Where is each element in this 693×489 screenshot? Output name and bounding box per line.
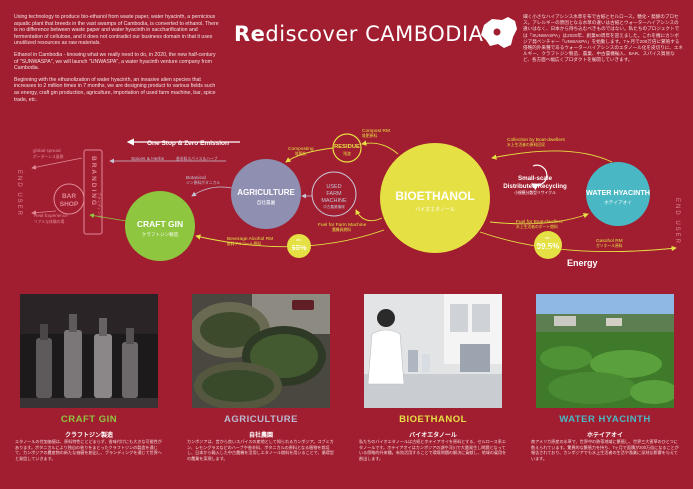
small-scale-jp-label: 小規模分散型リサイクル xyxy=(514,190,556,195)
end-user-left-label: END USER xyxy=(16,170,22,217)
craft-gin-photo xyxy=(20,294,158,408)
alc-95-prefix: alc. xyxy=(296,238,302,242)
residue-to-agriculture-arrow xyxy=(285,147,334,163)
small-scale-label: Small-scale xyxy=(518,175,553,182)
collection-arrow xyxy=(491,150,613,163)
water-hyacinth-jp-label: ホテイアオイ xyxy=(604,200,632,206)
gasohol-label: Gasohol RM xyxy=(596,238,623,244)
used-farm-machine-circle xyxy=(311,171,357,217)
beverage-arrow xyxy=(195,229,385,248)
water-hyacinth-circle xyxy=(586,162,650,226)
japanese-intro-text: 細く小さなハイアシンス水草を布で古紙とセルロース。糖化・発酵のプロセス。アレルギ… xyxy=(523,14,684,63)
global-spread-label: global spread xyxy=(33,148,61,153)
agriculture-caption-body: カンボジアは、昔から良いスパイスの産地として知られるカンボジア。コブミカン、レモ… xyxy=(187,439,334,461)
spices-jp-label: 香辛料スパイス＆ハーブ xyxy=(176,156,218,161)
bioethanol-caption-body: 私たちのバイオエタノールは古紙とホテイアオイを原料とする、セルロース系エタノール… xyxy=(359,439,507,461)
used-farm-machine-jp-label: 中古農業機械 xyxy=(323,204,345,209)
collection-jp-label: 水上生活者の原料回収 xyxy=(507,142,545,147)
alc-99-value: 99.5% xyxy=(537,242,560,251)
gasohol-arrow xyxy=(479,231,677,253)
gasohol-jp-label: ガソホール原料 xyxy=(596,243,623,248)
cambodia-map-icon xyxy=(481,17,517,48)
used-label: USED xyxy=(326,184,341,190)
one-stop-label: One Stop & Zero Emission xyxy=(147,140,229,147)
compost-jp-label: 堆肥原料 xyxy=(362,133,377,138)
craft-gin-caption-jp: クラフトジン製造 xyxy=(64,433,113,439)
agriculture-label: AGRICULTURE xyxy=(237,188,295,197)
fuel-boat-arrow xyxy=(489,213,589,225)
craft-gin-circle xyxy=(125,191,195,261)
machine-label: MACHINE xyxy=(321,198,347,204)
botanical-label: Botanical xyxy=(186,175,206,181)
botanical-jp-label: ジン原料ボタニカル xyxy=(186,180,220,185)
title-rest: discover CAMBODIA xyxy=(265,22,484,46)
composting-label: Composting xyxy=(288,146,314,152)
intro-paragraph-3: Beginning with the ethanolization of wat… xyxy=(14,76,216,103)
agriculture-caption-title: AGRICULTURE xyxy=(224,414,298,425)
real-experience-arrow xyxy=(31,210,57,216)
agriculture-caption-jp: 自社農園 xyxy=(248,433,273,439)
bioethanol-caption-title: BIOETHANOL xyxy=(399,414,467,425)
branding-jp-label: ブランディング xyxy=(97,192,102,219)
residue-label: RESIDUE xyxy=(334,144,360,150)
bioethanol-to-residue-arrow xyxy=(361,140,399,155)
craft-gin-to-bar-arrow xyxy=(89,213,127,222)
botanical-arrow xyxy=(191,186,233,197)
bar-label: BAR xyxy=(62,193,76,200)
alc-95-value: 95% xyxy=(291,243,306,252)
page-title: Rediscover CAMBODIA xyxy=(234,22,484,46)
spices-label: Spices & Herbs xyxy=(131,156,165,162)
water-hyacinth-label: WATER HYACINTH xyxy=(586,188,650,197)
beverage-jp-label: 飲料アルコール原料 xyxy=(227,241,261,246)
global-spread-jp-label: ボーダーレス展開 xyxy=(33,154,64,159)
craft-gin-caption-title: CRAFT GIN xyxy=(60,414,118,425)
process-diagram: One Stop & Zero Emission END USER global… xyxy=(16,128,680,268)
intro-paragraph-2: Ethanol in Cambodia - knowing what we re… xyxy=(14,51,216,72)
alc-99-badge xyxy=(534,231,562,259)
agriculture-jp-label: 自社農園 xyxy=(257,199,276,206)
recycling-icon xyxy=(530,164,548,191)
fuel-farm-arrow xyxy=(355,209,383,222)
craft-gin-caption-body: エタノールの付加価値は、原料特性にとどまらず、香味付けにも大きな可能性があります… xyxy=(15,439,162,461)
craft-gin-label: CRAFT GIN xyxy=(137,219,183,229)
bar-shop-circle xyxy=(53,183,85,215)
bioethanol-circle xyxy=(380,143,490,253)
agriculture-circle xyxy=(231,159,301,229)
branding-box xyxy=(83,149,103,235)
real-experience-label: Real Experience xyxy=(34,213,68,218)
bioethanol-jp-label: バイオエタノール xyxy=(415,206,455,213)
compost-label: Compost RM xyxy=(362,128,390,134)
alc-99-prefix: alc. xyxy=(545,236,551,240)
residue-jp-label: 残渣 xyxy=(343,151,351,156)
bioethanol-label: BIOETHANOL xyxy=(395,189,474,203)
fuel-boat-jp-label: 水上生活者のボート燃料 xyxy=(516,224,558,229)
fuel-boat-label: Fuel for Boat-dwellers xyxy=(516,219,563,225)
intro-text: Using technology to produce bio-ethanol … xyxy=(14,14,220,108)
title-prefix: Re xyxy=(234,22,266,46)
craft-gin-jp-label: クラフトジン製造 xyxy=(142,231,179,238)
bioethanol-caption-jp: バイオエタノール xyxy=(409,433,457,439)
fuel-farm-jp-label: 農機具燃料 xyxy=(332,227,351,232)
composting-jp-label: 堆肥化 xyxy=(295,151,307,156)
beverage-label: Beverage Alcohol RM xyxy=(227,236,273,242)
branding-label: BRANDING xyxy=(90,156,97,207)
collection-label: Collection by Boat-dwellers xyxy=(507,137,565,143)
water-hyacinth-caption-jp: ホテイアオイ xyxy=(586,433,623,439)
intro-paragraph-1: Using technology to produce bio-ethanol … xyxy=(14,14,219,47)
global-spread-arrow xyxy=(31,157,83,170)
real-experience-jp-label: リアルな体験の場 xyxy=(34,219,65,224)
agriculture-photo xyxy=(192,294,330,408)
water-hyacinth-caption-body: 南アメリカ原産の水草で、世界中の熱帯地域に繁殖し、世界三大害草のひとつに数えられ… xyxy=(531,439,679,461)
water-hyacinth-caption-title: WATER HYACINTH xyxy=(559,414,651,425)
bioethanol-photo xyxy=(364,294,502,408)
distributed-recycling-label: Distributed Recycling xyxy=(503,183,567,190)
energy-label: Energy xyxy=(567,258,598,268)
water-hyacinth-photo xyxy=(536,294,674,408)
fuel-farm-label: Fuel for Farm Machine xyxy=(318,222,367,228)
farm-label: FARM xyxy=(326,191,342,197)
shop-label: SHOP xyxy=(60,201,79,208)
end-user-right-label: END USER xyxy=(674,198,680,245)
